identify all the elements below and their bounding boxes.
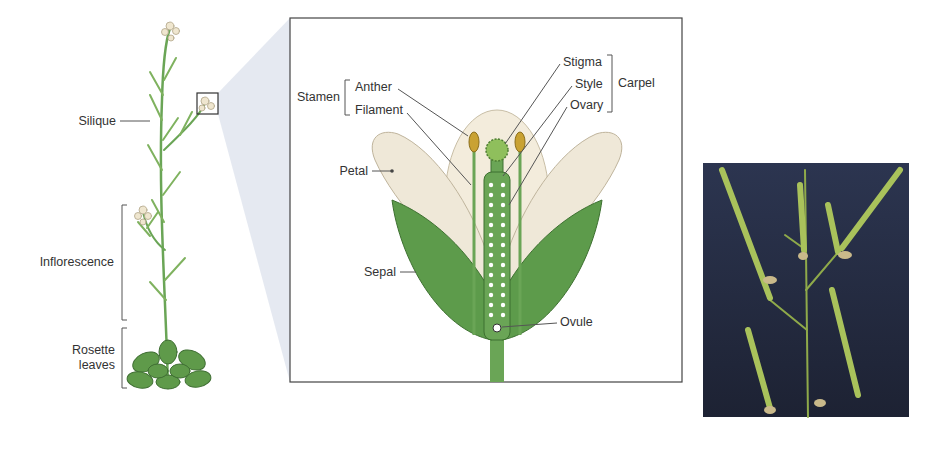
bracket: [607, 55, 612, 112]
silique: [722, 170, 770, 298]
part-label: Sepal: [364, 265, 396, 280]
zoom-square: [197, 93, 218, 114]
silique: [832, 290, 858, 395]
silique-pod: [164, 58, 176, 80]
stem: [770, 300, 807, 330]
filament: [473, 150, 476, 335]
part-label: Ovary: [570, 98, 603, 113]
leaders: [120, 121, 150, 388]
stem: [806, 250, 840, 290]
pedicels: [770, 170, 840, 417]
silique-pods: [138, 58, 192, 300]
part-label: Style: [575, 77, 603, 92]
part-label: Silique: [78, 114, 116, 129]
leader-line: [398, 89, 468, 136]
flower: [814, 399, 826, 407]
silique-pod: [150, 95, 162, 120]
filament: [519, 150, 522, 335]
group-label: Stamen: [297, 90, 340, 105]
flower: [140, 219, 146, 225]
flower-clusters: [135, 22, 215, 225]
part-label: Anther: [355, 80, 392, 95]
silique-pod: [165, 258, 185, 280]
flower: [764, 406, 776, 414]
leader-line: [400, 272, 416, 273]
zoom-funnel: [218, 18, 290, 382]
flower: [199, 105, 205, 111]
silique-pod: [150, 72, 163, 95]
flower: [763, 276, 777, 284]
flower: [162, 29, 169, 36]
part-label: Ovule: [560, 315, 593, 330]
leader-line: [502, 323, 557, 327]
group-label: Carpel: [618, 76, 655, 91]
flower: [173, 28, 180, 35]
bracket: [122, 205, 127, 320]
silique-pod: [150, 282, 166, 300]
leader-line: [407, 113, 471, 185]
part-label: Inflorescence: [40, 255, 114, 270]
bracket: [122, 328, 127, 388]
silique: [842, 170, 900, 248]
leader-line: [503, 86, 572, 176]
inset-leaders: [345, 55, 612, 327]
plant-drawing: [126, 22, 218, 390]
flower: [168, 35, 174, 41]
leader-line: [509, 107, 567, 205]
flower: [208, 103, 215, 110]
leaf: [159, 340, 177, 364]
silique: [800, 185, 804, 250]
anther: [469, 132, 479, 152]
flower: [135, 213, 142, 220]
leader-dot: [390, 169, 394, 173]
silique: [828, 205, 838, 252]
silique-pod: [180, 112, 192, 135]
dried-flowers: [763, 251, 852, 414]
leader-line: [120, 121, 150, 122]
part-label: Petal: [340, 164, 369, 179]
ovule-rows: [486, 180, 508, 320]
leader-line: [372, 171, 392, 172]
stigma: [486, 139, 508, 161]
silique: [748, 330, 770, 408]
silique-pod: [163, 172, 180, 195]
sepal: [392, 200, 495, 340]
part-label: Stigma: [563, 55, 602, 70]
photo-ground: [703, 163, 909, 417]
part-label: Filament: [355, 103, 403, 118]
rosette-leaves: [126, 340, 212, 390]
silique-photo: [703, 163, 909, 417]
silique-pod: [148, 145, 162, 170]
main-stem: [161, 28, 170, 388]
leaf: [148, 364, 168, 378]
flower-section: [372, 110, 622, 382]
flower: [838, 251, 852, 259]
part-label: Rosette leaves: [63, 343, 115, 373]
ovule: [493, 324, 501, 332]
ovary: [484, 172, 510, 340]
silique-pod: [163, 118, 178, 140]
stem: [805, 170, 808, 417]
flower: [145, 213, 152, 220]
side-branch: [164, 103, 205, 150]
leaf: [170, 364, 190, 378]
flower: [798, 252, 808, 260]
inset-panel: [290, 18, 682, 382]
sepal: [499, 200, 602, 340]
bracket: [345, 80, 350, 115]
flower-stalk: [490, 338, 504, 382]
siliques: [722, 170, 900, 408]
